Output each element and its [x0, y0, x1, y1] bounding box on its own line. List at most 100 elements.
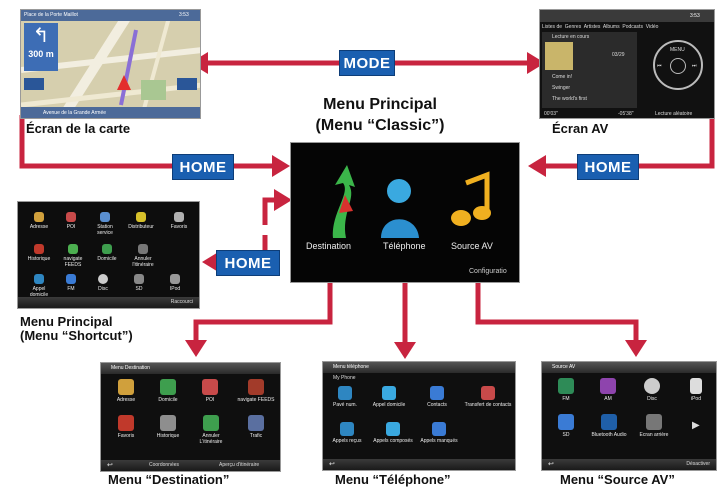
av-tab[interactable]: Genres — [564, 24, 582, 30]
dest-item[interactable]: Domicile — [149, 379, 187, 403]
shortcut-item[interactable]: Adresse — [26, 212, 52, 230]
main-menu-title: Menu Principal — [323, 96, 437, 113]
shortcut-item[interactable]: SD — [126, 274, 152, 292]
av-tab[interactable]: Vidéo — [645, 24, 659, 30]
shortcut-item[interactable]: Station service — [90, 212, 120, 236]
wheel-menu-label: MENU — [670, 47, 685, 53]
shortcut-item[interactable]: Domicile — [94, 244, 120, 262]
dest-footer-route-preview[interactable]: Aperçu d'itinéraire — [219, 462, 260, 468]
shortcut-item[interactable]: Disc — [90, 274, 116, 292]
av-item[interactable]: FM — [548, 378, 584, 402]
telephone-menu-title: Menu téléphone — [323, 362, 515, 373]
main-menu-subtitle: (Menu “Classic”) — [315, 117, 445, 134]
shortcut-item[interactable]: FM — [58, 274, 84, 292]
elapsed-time: 00'03" — [544, 111, 558, 117]
dest-item[interactable]: Adresse — [107, 379, 145, 403]
control-wheel[interactable] — [653, 40, 703, 90]
wheel-center-button[interactable] — [670, 58, 686, 74]
main-menu-screen[interactable]: Destination Téléphone Source AV Configur… — [290, 142, 520, 283]
shortcut-item[interactable]: POI — [58, 212, 84, 230]
tel-item[interactable]: Appels composés — [373, 422, 413, 444]
av-item[interactable]: iPod — [678, 378, 714, 402]
home-button-left[interactable]: HOME — [172, 154, 234, 180]
mode-arrow-head-right — [527, 52, 545, 74]
telephone-menu-screen[interactable]: Menu téléphone My Phone Pavé num. Appel … — [322, 361, 516, 471]
map-street-bottom: Avenue de la Grande Armée — [43, 110, 107, 116]
back-icon[interactable]: ↩ — [329, 461, 335, 468]
av-item[interactable]: Bluetooth Audio — [588, 414, 630, 438]
track-1: Come in! — [552, 74, 573, 80]
dest-item[interactable]: Favoris — [107, 415, 145, 439]
av-tab[interactable]: Artistes — [583, 24, 601, 30]
next-page-icon[interactable]: ▶ — [692, 420, 700, 431]
tel-item[interactable]: Appel domicile — [367, 386, 411, 408]
dest-item[interactable]: Annuler L'itinéraire — [191, 415, 231, 445]
telephone-arrow-head — [394, 342, 416, 359]
main-item-telephone[interactable]: Téléphone — [383, 241, 426, 251]
back-icon[interactable]: ↩ — [107, 462, 113, 469]
map-menu-button[interactable] — [24, 78, 44, 90]
home-button-right[interactable]: HOME — [577, 154, 639, 180]
main-item-source-av[interactable]: Source AV — [451, 241, 493, 251]
dest-item[interactable]: navigate FEEDS — [233, 379, 279, 403]
home-button-shortcut[interactable]: HOME — [216, 250, 280, 276]
av-item[interactable]: Disc — [634, 378, 670, 402]
av-item[interactable]: Ecran arrière — [632, 414, 676, 438]
av-screen[interactable]: Listes de Genres Artistes Albums Podcast… — [539, 9, 715, 119]
track-3: The world's first — [552, 96, 587, 102]
turn-arrow-icon: ↰ — [32, 25, 50, 47]
shortcut-footer[interactable]: Raccourci — [170, 299, 193, 305]
shortcut-item[interactable]: Favoris — [166, 212, 192, 230]
telephone-icon — [387, 179, 411, 203]
main-menu-graphics — [332, 165, 491, 238]
main-config-button[interactable]: Configuratio — [469, 268, 507, 275]
av-tab[interactable]: Podcasts — [622, 24, 643, 30]
source-av-icon — [465, 171, 490, 213]
shortcut-item[interactable]: navigate FEEDS — [58, 244, 88, 268]
dest-item[interactable]: POI — [191, 379, 229, 403]
av-tabs[interactable]: Listes de Genres Artistes Albums Podcast… — [542, 24, 658, 30]
map-screen-caption: Écran de la carte — [26, 121, 131, 136]
map-zoom-button[interactable] — [177, 78, 197, 90]
av-item[interactable]: AM — [590, 378, 626, 402]
map-street-top: Place de la Porte Maillot — [24, 12, 78, 18]
map-screen[interactable]: Place de la Porte Maillot 3:53 ↰ 300 m A… — [20, 9, 201, 119]
shortcut-item[interactable]: Historique — [26, 244, 52, 262]
dest-item[interactable]: Trafic — [233, 415, 279, 439]
album-art — [545, 42, 573, 70]
source-av-menu-screen[interactable]: Source AV FM AM Disc iPod SD Bluetooth A… — [541, 361, 717, 471]
tel-item[interactable]: Appels manqués — [419, 422, 459, 444]
shortcut-menu-screen[interactable]: Adresse POI Station service Distributeur… — [17, 201, 200, 309]
shortcut-item[interactable]: IPod — [162, 274, 188, 292]
previous-icon[interactable]: ⏮ — [657, 63, 662, 69]
dest-item[interactable]: Historique — [149, 415, 187, 439]
tel-item[interactable]: Transfert de contacts — [463, 386, 513, 408]
source-av-caption: Menu “Source AV” — [560, 472, 675, 487]
phone-name: My Phone — [333, 375, 356, 381]
av-footer-off[interactable]: Désactiver — [686, 461, 710, 467]
shortcut-caption-2: (Menu “Shortcut”) — [20, 328, 133, 343]
destination-arrow-head — [185, 340, 207, 357]
tel-item[interactable]: Pavé num. — [327, 386, 363, 408]
main-item-destination[interactable]: Destination — [306, 241, 352, 251]
shortcut-item[interactable]: Distributeur — [126, 212, 156, 230]
map-time: 3:53 — [179, 12, 189, 18]
shortcut-item[interactable]: Appel domicile — [24, 274, 54, 298]
now-playing-label: Lecture en cours — [552, 34, 590, 40]
tel-item[interactable]: Appels reçus — [327, 422, 367, 444]
back-icon[interactable]: ↩ — [548, 461, 554, 468]
remaining-time: -05'38" — [618, 111, 634, 117]
av-tab[interactable]: Listes de — [542, 24, 563, 30]
destination-caption: Menu “Destination” — [108, 472, 230, 487]
av-tab[interactable]: Albums — [602, 24, 620, 30]
dest-footer-coordinates[interactable]: Coordonnées — [149, 462, 180, 468]
mode-button[interactable]: MODE — [339, 50, 395, 76]
shortcut-item[interactable]: Annuler l'itinéraire — [126, 244, 160, 268]
next-icon[interactable]: ⏭ — [692, 63, 697, 69]
tel-item[interactable]: Contacts — [417, 386, 457, 408]
shortcut-caption-1: Menu Principal — [20, 314, 113, 329]
track-2: Swinger — [552, 85, 571, 91]
destination-menu-screen[interactable]: Menu Destination Adresse Domicile POI na… — [100, 362, 281, 472]
shuffle-label[interactable]: Lecture aléatoire — [655, 111, 693, 117]
av-item[interactable]: SD — [548, 414, 584, 438]
